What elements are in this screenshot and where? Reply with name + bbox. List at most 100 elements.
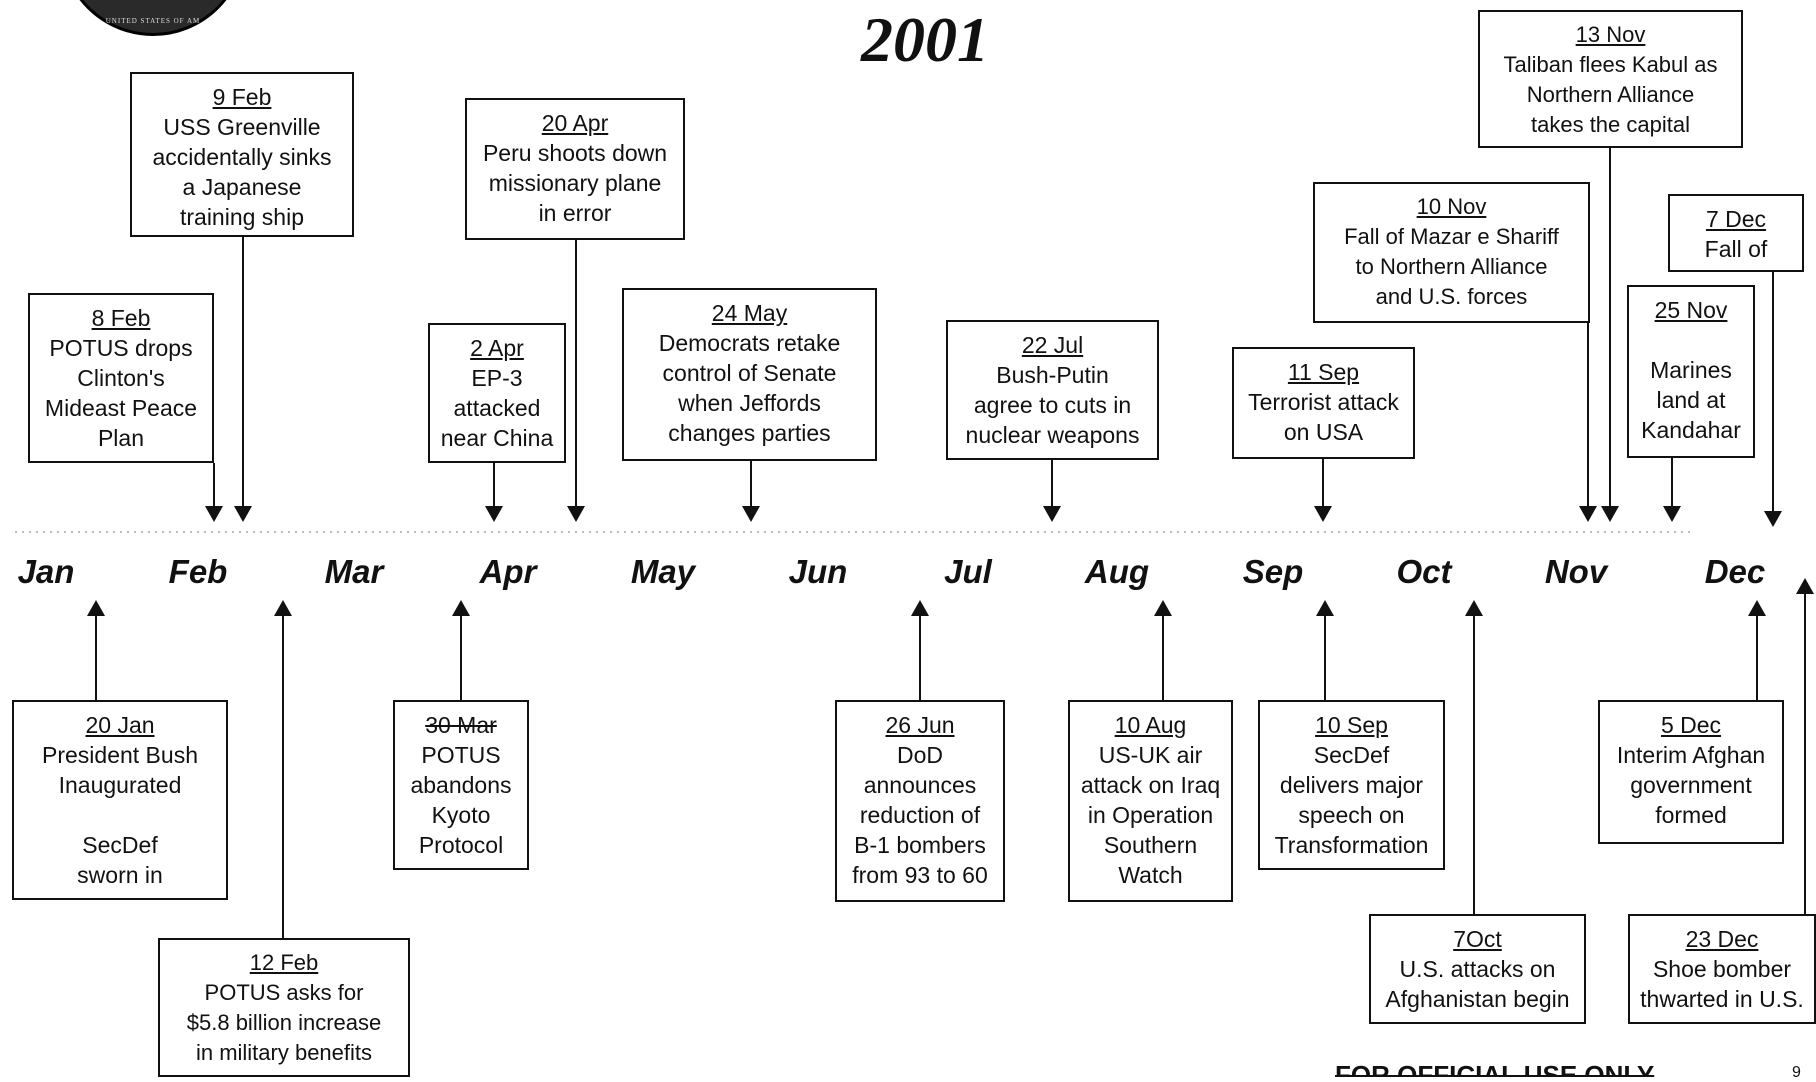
event-text: takes the capital <box>1531 112 1690 137</box>
arrow-down-icon <box>1043 506 1061 522</box>
event-text: Kyoto <box>431 802 491 828</box>
event-text: Democrats retake <box>658 330 841 356</box>
arrow-up-icon <box>1154 600 1172 616</box>
event-text: Kandahar <box>1674 264 1798 270</box>
arrow-up-icon <box>87 600 105 616</box>
event-date: 10 Nov <box>1416 194 1487 219</box>
event-text: changes parties <box>668 420 831 446</box>
arrow-up-icon <box>1465 600 1483 616</box>
event-date: 2 Apr <box>470 335 524 361</box>
event-text: President Bush <box>42 742 198 768</box>
event-text: training ship <box>179 204 305 230</box>
event-date: 20 Apr <box>541 110 609 136</box>
event-text: reduction of <box>859 802 981 828</box>
month-label: Nov <box>1544 553 1608 590</box>
event-text: a Japanese <box>182 174 302 200</box>
event-text: speech on <box>1298 802 1405 828</box>
event-text: Inaugurated <box>58 772 182 798</box>
event-text: land at <box>1656 387 1726 413</box>
event-text: Interim Afghan <box>1616 742 1766 768</box>
event-text: announces <box>863 772 977 798</box>
arrow-down-icon <box>234 506 252 522</box>
event-date: 8 Feb <box>91 305 151 331</box>
event-text: U.S. attacks on <box>1399 956 1556 982</box>
arrow-up-icon <box>1748 600 1766 616</box>
event-text: USS Greenville <box>163 114 321 140</box>
event-text: missionary plane <box>488 170 662 196</box>
event-text: Protocol <box>418 832 504 858</box>
event-date: 7Oct <box>1453 926 1502 952</box>
month-label: Mar <box>324 553 384 590</box>
event-text: delivers major <box>1279 772 1424 798</box>
event-text: Northern Alliance <box>1526 82 1695 107</box>
event-text: US-UK air <box>1098 742 1203 768</box>
month-label: Oct <box>1396 553 1452 590</box>
event-date: 11 Sep <box>1287 359 1360 385</box>
event-text: from 93 to 60 <box>852 862 988 888</box>
event-text: EP-3 <box>471 365 523 391</box>
event-date: 12 Feb <box>249 950 319 975</box>
event-text: thwarted in U.S. <box>1640 986 1804 1012</box>
event-text: attack on Iraq <box>1080 772 1221 798</box>
month-label: Dec <box>1704 553 1766 590</box>
event-date: 25 Nov <box>1654 297 1728 323</box>
event-text: agree to cuts in <box>973 392 1132 418</box>
event-text: Terrorist attack <box>1248 389 1399 415</box>
event-text: on USA <box>1283 419 1364 445</box>
event-text: Bush-Putin <box>996 362 1109 388</box>
event-text: POTUS drops <box>49 335 193 361</box>
event-text: in error <box>538 200 612 226</box>
event-text: and U.S. forces <box>1375 284 1528 309</box>
event-text: Watch <box>1118 862 1183 888</box>
month-label: Jun <box>788 553 848 590</box>
event-text: abandons <box>410 772 512 798</box>
month-label: Aug <box>1084 553 1150 590</box>
event-text: Southern <box>1103 832 1198 858</box>
event-text: Transformation <box>1274 832 1429 858</box>
arrow-up-icon <box>274 600 292 616</box>
event-date: 24 May <box>711 300 788 326</box>
arrow-down-icon <box>567 506 585 522</box>
event-date: 13 Nov <box>1575 22 1646 47</box>
event-date: 26 Jun <box>885 712 955 738</box>
page-title: 2001 <box>861 4 989 75</box>
arrow-up-icon <box>1796 578 1814 594</box>
event-date: 20 Jan <box>85 712 155 738</box>
event-text: DoD <box>896 742 943 768</box>
arrow-up-icon <box>1316 600 1334 616</box>
event-text: Fall of Mazar e Shariff <box>1344 224 1559 249</box>
event-date: 9 Feb <box>212 84 272 110</box>
page-number: 9 <box>1792 1064 1801 1081</box>
event-text: near China <box>440 425 554 451</box>
event-text: nuclear weapons <box>965 422 1140 448</box>
event-text: when Jeffords <box>678 390 821 416</box>
classification-marking: FOR OFFICIAL USE ONLY <box>1335 1060 1655 1077</box>
event-date: 10 Aug <box>1114 712 1187 738</box>
event-date: 23 Dec <box>1685 926 1759 952</box>
event-text: control of Senate <box>662 360 837 386</box>
event-text: formed <box>1655 802 1727 828</box>
event-text: Afghanistan begin <box>1385 986 1570 1012</box>
event-text <box>1633 325 1749 355</box>
event-text: in military benefits <box>195 1040 373 1065</box>
month-label: Apr <box>479 553 537 590</box>
month-label: May <box>630 553 696 590</box>
event-text: Marines <box>1650 357 1732 383</box>
event-text: accidentally sinks <box>152 144 332 170</box>
event-text: to Northern Alliance <box>1355 254 1548 279</box>
